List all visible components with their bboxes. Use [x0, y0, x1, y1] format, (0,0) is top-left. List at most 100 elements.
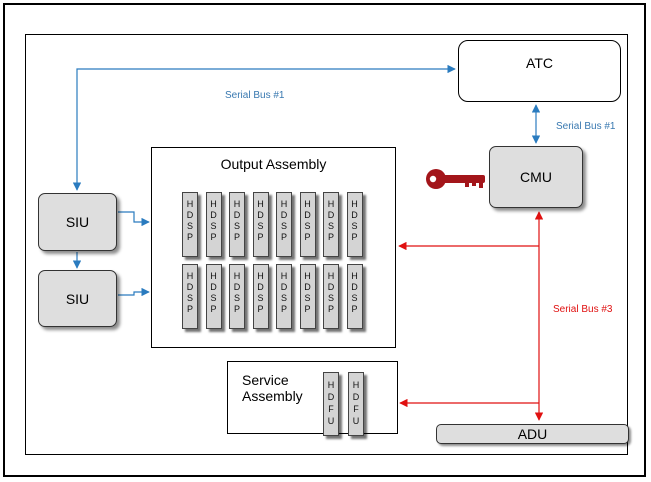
- hdsp-letter: P: [210, 304, 217, 314]
- hdsp-letter: S: [186, 221, 193, 231]
- hdsp-letter: D: [233, 282, 241, 292]
- hdsp-letter: S: [351, 293, 358, 303]
- hdfu-letter: U: [352, 416, 360, 426]
- hdsp-letter: D: [257, 210, 264, 220]
- diagram-frame: [25, 34, 628, 455]
- siu-label-2: SIU: [65, 290, 90, 307]
- hdsp-letter: D: [351, 210, 358, 220]
- outer-frame: [3, 3, 646, 477]
- hdsp-letter: S: [186, 293, 193, 303]
- hdsp-letter: D: [351, 282, 358, 292]
- atc-node: ATC: [458, 40, 621, 102]
- hdsp-letter: D: [304, 210, 311, 220]
- hdsp-letter: D: [186, 282, 194, 292]
- hdsp-letter: D: [186, 210, 194, 220]
- hdsp-letter: H: [304, 199, 311, 209]
- siu-node-1: SIU: [38, 193, 117, 251]
- hdfu-letter: F: [328, 404, 334, 414]
- hdsp-letter: H: [304, 271, 311, 281]
- service-assembly-title-line2: Assembly: [242, 388, 303, 404]
- hdsp-letter: P: [257, 304, 264, 314]
- hdsp-letter: P: [210, 232, 217, 242]
- hdsp-letter: S: [257, 293, 264, 303]
- hdfu-letter: H: [352, 380, 360, 390]
- siu1-output-line: [118, 211, 150, 227]
- cmu-node: CMU: [489, 146, 583, 208]
- key-icon: [426, 169, 485, 189]
- siu-node-2: SIU: [38, 270, 117, 327]
- hdsp-letter: S: [327, 221, 334, 231]
- hdsp-letter: S: [280, 221, 287, 231]
- hdsp-letter: H: [186, 271, 194, 281]
- hdsp-letter: P: [257, 232, 264, 242]
- hdsp-letter: P: [327, 304, 334, 314]
- hdsp-letter: H: [280, 199, 288, 209]
- hdsp-letter: H: [351, 199, 358, 209]
- hdsp-letter: S: [280, 293, 287, 303]
- hdsp-letter: H: [210, 199, 217, 209]
- hdsp-letter: S: [351, 221, 358, 231]
- hdsp-letter: P: [304, 232, 311, 242]
- hdsp-letter: H: [327, 199, 335, 209]
- hdsp-letter: D: [280, 282, 288, 292]
- hdsp-letter: H: [233, 199, 241, 209]
- adu-label: ADU: [517, 426, 548, 442]
- hdsp-letter: P: [280, 232, 287, 242]
- hdsp-letter: H: [257, 271, 264, 281]
- hdsp-letter: S: [304, 293, 311, 303]
- cmu-label: CMU: [520, 169, 552, 185]
- hdsp-letter: S: [327, 293, 334, 303]
- hdfu-letter: H: [327, 380, 335, 390]
- hdsp-letter: P: [186, 232, 193, 242]
- hdsp-letter: H: [257, 199, 264, 209]
- atc-label: ATC: [526, 55, 553, 71]
- bus1-atc-siu-line: [72, 64, 456, 191]
- service-assembly-title-line1: Service: [242, 372, 289, 388]
- hdsp-letter: P: [351, 232, 358, 242]
- hdsp-letter: S: [233, 293, 240, 303]
- hdsp-letter: D: [327, 210, 335, 220]
- hdsp-letter: H: [210, 271, 217, 281]
- hdsp-letter: H: [186, 199, 194, 209]
- serial-bus-1-label-top: Serial Bus #1: [225, 90, 285, 101]
- hdsp-letter: D: [327, 282, 335, 292]
- hdsp-letter: S: [304, 221, 311, 231]
- hdsp-letter: D: [304, 282, 311, 292]
- serial-bus-3-label: Serial Bus #3: [553, 304, 613, 315]
- siu2-output-line: [118, 287, 150, 297]
- siu-label-1: SIU: [65, 214, 90, 230]
- hdsp-letter: P: [304, 304, 311, 314]
- hdsp-letter: P: [186, 304, 193, 314]
- hdsp-letter: P: [280, 304, 287, 314]
- hdsp-letter: P: [233, 304, 240, 314]
- hdsp-letter: S: [210, 293, 217, 303]
- hdfu-letter: F: [353, 404, 359, 414]
- hdfu-letter: D: [327, 392, 335, 402]
- hdsp-letter: D: [210, 282, 217, 292]
- hdsp-letter: D: [257, 282, 264, 292]
- hdsp-letter: D: [233, 210, 241, 220]
- hdsp-letter: S: [233, 221, 240, 231]
- hdsp-letter: S: [210, 221, 217, 231]
- hdsp-letter: H: [280, 271, 288, 281]
